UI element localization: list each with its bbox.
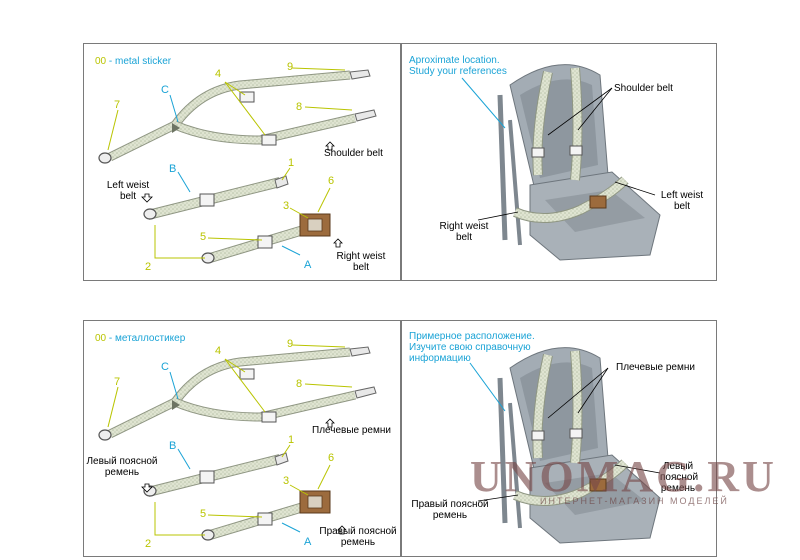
bottom-part-A: A xyxy=(304,536,312,548)
bottom-right-note-line xyxy=(469,362,506,412)
top-part-B: B xyxy=(169,163,177,175)
top-left-leader-lines xyxy=(107,67,353,259)
bottom-right-callouts xyxy=(477,367,661,502)
top-sticker-text: - metal sticker xyxy=(106,56,172,67)
bottom-note-line2: Изучите свою справочную xyxy=(409,342,531,353)
bottom-part-B: B xyxy=(169,440,177,452)
top-part-A: A xyxy=(304,259,312,271)
bottom-sticker-text: - металлостикер xyxy=(106,333,186,344)
bottom-location-note: Примерное расположение.Изучите свою спра… xyxy=(409,331,535,364)
top-left-waist-line2: belt xyxy=(119,191,137,202)
bottom-part-4: 4 xyxy=(215,345,222,357)
bottom-left-waist-line2: ремень xyxy=(104,467,140,478)
bottom-seat-left-waist-line3: ремень xyxy=(660,483,696,494)
top-seat-right-waist-line1: Right weist xyxy=(439,221,489,232)
top-sticker-code: 00 xyxy=(95,56,107,67)
top-location-note: Aproximate location.Study your reference… xyxy=(409,55,507,77)
bottom-part-7: 7 xyxy=(114,376,121,388)
bottom-note-line1: Примерное расположение. xyxy=(409,331,535,342)
bottom-part-C: C xyxy=(161,361,169,373)
top-part-9: 9 xyxy=(287,61,294,73)
watermark-logo: UNOMAG.RU xyxy=(470,452,777,501)
top-part-2: 2 xyxy=(145,261,152,273)
top-note-line2: Study your references xyxy=(409,66,507,77)
top-left-letter-lines xyxy=(169,94,301,256)
top-note-line1: Aproximate location. xyxy=(409,55,500,66)
bottom-seat-right-waist-line2: ремень xyxy=(432,510,468,521)
top-seat-left-waist-line2: belt xyxy=(673,201,691,212)
top-seat-right-waist-line2: belt xyxy=(455,232,473,243)
top-shoulder-belt-label: Shoulder belt xyxy=(324,148,383,159)
bottom-part-5: 5 xyxy=(200,508,207,520)
bottom-seat-shoulder-label: Плечевые ремни xyxy=(616,362,695,373)
top-left-waist-line1: Left weist xyxy=(106,180,150,191)
direction-arrows xyxy=(141,141,347,535)
top-part-7: 7 xyxy=(114,99,121,111)
bottom-seat-left-waist-line2: поясной xyxy=(660,472,699,483)
top-part-8: 8 xyxy=(296,101,303,113)
bottom-part-6: 6 xyxy=(328,452,335,464)
top-right-callouts xyxy=(477,87,656,221)
bottom-left-letter-lines xyxy=(169,371,301,533)
top-part-6: 6 xyxy=(328,175,335,187)
watermark-tagline: ИНТЕРНЕТ-МАГАЗИН МОДЕЛЕЙ xyxy=(540,496,729,506)
top-seat-shoulder-label: Shoulder belt xyxy=(614,83,673,94)
bottom-part-2: 2 xyxy=(145,538,152,550)
top-sticker-legend: 00 - metal sticker xyxy=(95,56,171,67)
top-right-waist-line1: Right weist xyxy=(336,251,386,262)
bottom-right-waist-line1: Правый поясной xyxy=(319,526,397,537)
top-right-note-line xyxy=(461,77,506,129)
top-part-3: 3 xyxy=(283,200,290,212)
bottom-note-line3: информацию xyxy=(409,353,471,364)
bottom-left-leader-lines xyxy=(107,344,353,536)
top-part-5: 5 xyxy=(200,231,207,243)
bottom-seat-left-waist-line1: Левый xyxy=(662,461,694,472)
bottom-seat-right-waist-line1: Правый поясной xyxy=(411,499,489,510)
bottom-sticker-legend: 00 - металлостикер xyxy=(95,333,185,344)
bottom-part-9: 9 xyxy=(287,338,294,350)
bottom-part-3: 3 xyxy=(283,475,290,487)
top-part-4: 4 xyxy=(215,68,222,80)
bottom-sticker-code: 00 xyxy=(95,333,107,344)
top-right-waist-line2: belt xyxy=(352,262,370,273)
bottom-part-8: 8 xyxy=(296,378,303,390)
bottom-right-waist-line2: ремень xyxy=(340,537,376,548)
bottom-shoulder-belt-label: Плечевые ремни xyxy=(312,425,391,436)
bottom-part-1: 1 xyxy=(288,434,295,446)
top-seat-left-waist-line1: Left weist xyxy=(660,190,704,201)
bottom-left-waist-line1: Левый поясной xyxy=(86,456,158,467)
top-part-1: 1 xyxy=(288,157,295,169)
bottom-seat xyxy=(500,348,660,543)
top-part-C: C xyxy=(161,84,169,96)
